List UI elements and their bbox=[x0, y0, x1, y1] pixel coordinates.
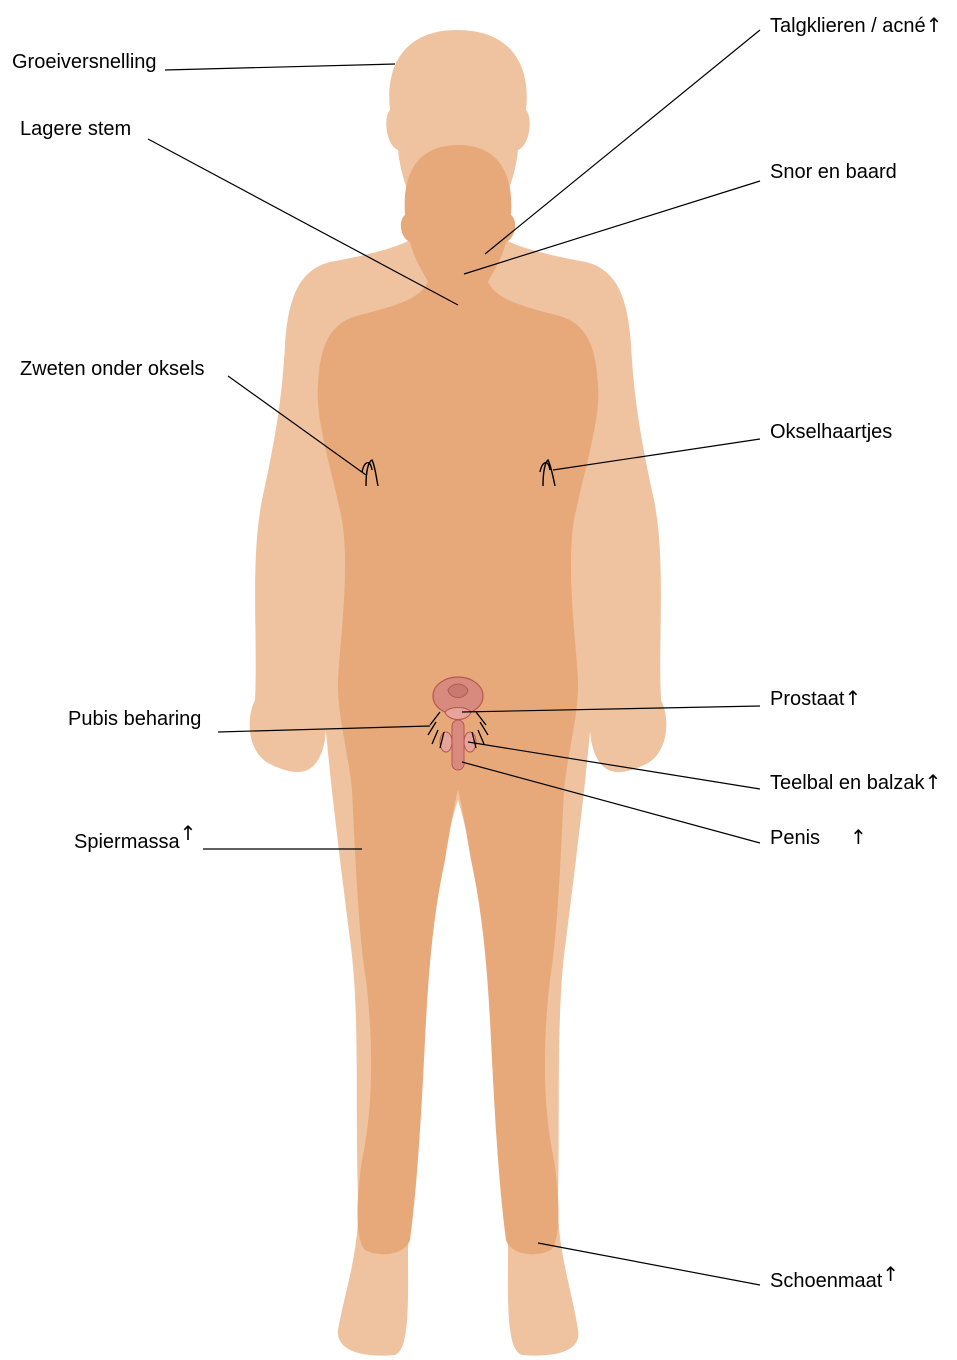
label-penis-text: Penis bbox=[770, 827, 820, 849]
increase-arrow-icon: ↑ bbox=[926, 13, 943, 37]
label-talgklieren: Talgklieren / acné↑ bbox=[770, 13, 942, 38]
label-lagere-stem: Lagere stem bbox=[20, 117, 131, 141]
label-groeiversnelling: Groeiversnelling bbox=[12, 50, 157, 74]
line-groeiversnelling bbox=[165, 64, 395, 70]
increase-arrow-icon: ↑ bbox=[882, 1262, 899, 1286]
line-talgklieren bbox=[485, 30, 760, 254]
increase-arrow-icon: ↑ bbox=[180, 821, 197, 845]
label-penis: Penis ↑ bbox=[770, 825, 867, 850]
increase-arrow-icon: ↑ bbox=[850, 825, 867, 849]
label-teelbal-text: Teelbal en balzak bbox=[770, 772, 925, 794]
label-prostaat-text: Prostaat bbox=[770, 688, 844, 710]
label-okselhaartjes: Okselhaartjes bbox=[770, 420, 892, 444]
label-teelbal: Teelbal en balzak↑ bbox=[770, 770, 941, 795]
label-zweten: Zweten onder oksels bbox=[20, 357, 205, 381]
increase-arrow-icon: ↑ bbox=[925, 770, 942, 794]
line-schoenmaat bbox=[538, 1243, 760, 1285]
label-prostaat: Prostaat↑ bbox=[770, 686, 861, 711]
label-schoenmaat-text: Schoenmaat bbox=[770, 1270, 882, 1292]
label-pubis: Pubis beharing bbox=[68, 707, 201, 731]
label-spiermassa: Spiermassa↑ bbox=[74, 829, 196, 854]
label-spiermassa-text: Spiermassa bbox=[74, 831, 180, 853]
label-snor: Snor en baard bbox=[770, 160, 897, 184]
label-schoenmaat: Schoenmaat↑ bbox=[770, 1268, 899, 1293]
increase-arrow-icon: ↑ bbox=[844, 686, 861, 710]
label-talgklieren-text: Talgklieren / acné bbox=[770, 15, 926, 37]
